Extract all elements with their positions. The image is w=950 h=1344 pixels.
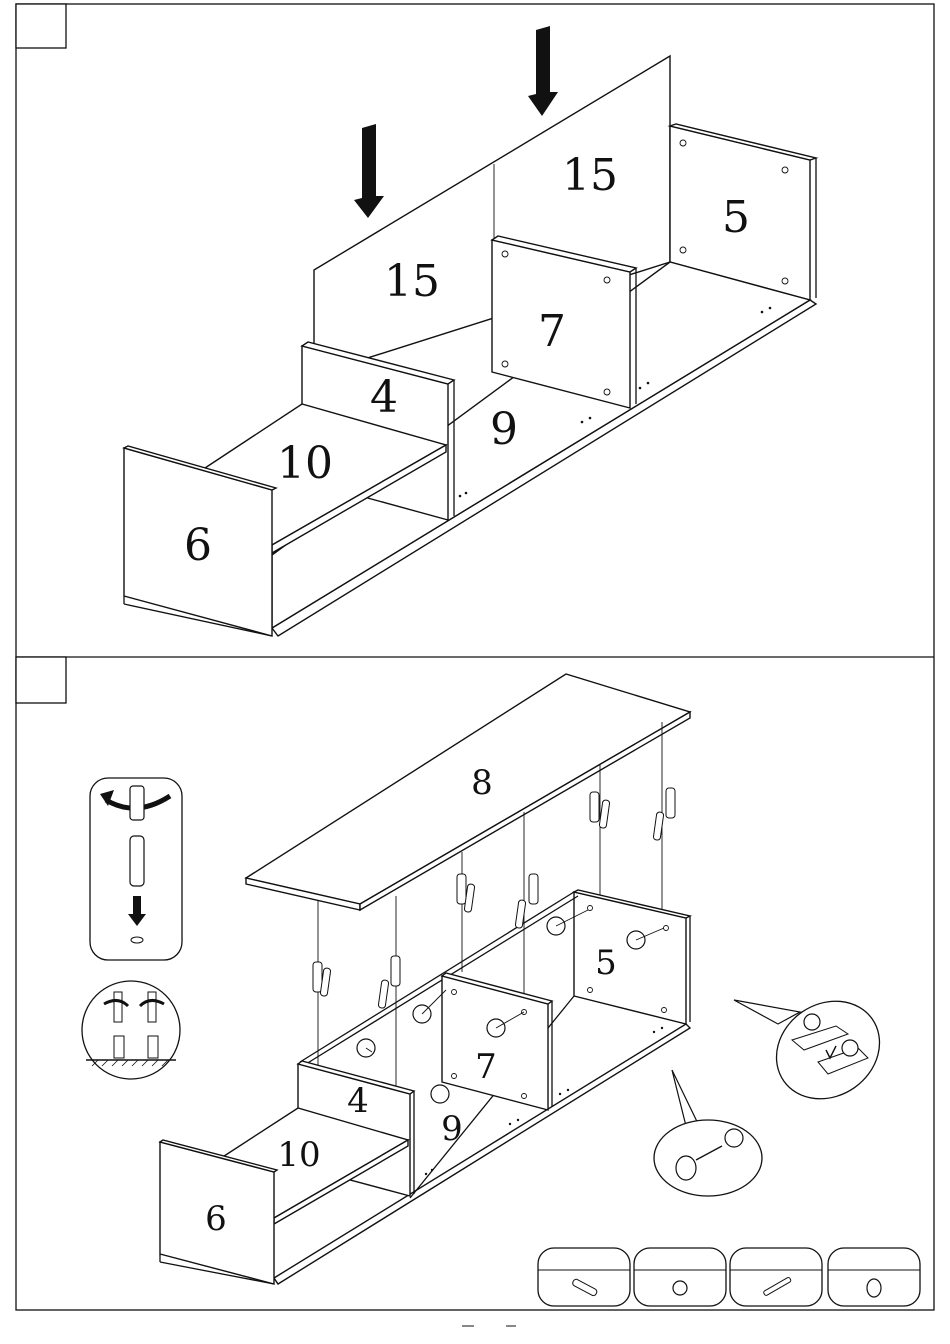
part-label-15: 15 (562, 150, 618, 201)
part-label-6: 6 (205, 1199, 227, 1239)
hardware-legend (538, 1248, 920, 1306)
legend-item-hole-cap (828, 1248, 920, 1306)
step-2-number-box (16, 657, 66, 703)
hole-cap-icon (867, 1279, 881, 1297)
part-label-4: 4 (347, 1081, 369, 1121)
step-1-number-box (16, 4, 66, 48)
cam-lock-icon (804, 1014, 820, 1030)
part-label-10: 10 (277, 1135, 320, 1175)
step-2: 8 6 10 4 9 7 5 (16, 657, 899, 1284)
cam-lock-icon (842, 1040, 858, 1056)
part-label-5: 5 (722, 192, 750, 243)
legend-item-cam-bolt (538, 1248, 630, 1306)
part-label-7: 7 (475, 1047, 497, 1087)
part-label-8: 8 (471, 763, 493, 803)
part-label-10: 10 (277, 438, 333, 489)
screwdriver-icon (130, 786, 144, 820)
hole-icon (676, 1156, 696, 1180)
cam-bolt-icon (130, 836, 144, 886)
legend-item-wooden-dowel (730, 1248, 822, 1306)
legend-item-cam-lock (634, 1248, 726, 1306)
cam-lock-orientation-zoom (734, 981, 899, 1118)
part-label-6: 6 (184, 520, 212, 571)
top-panel-8 (246, 674, 690, 904)
step-1: 6 10 4 9 7 5 15 15 (16, 4, 816, 636)
cam-lock-icon (725, 1129, 743, 1147)
arrow-down-icon (528, 26, 558, 116)
part-label-9: 9 (490, 404, 518, 455)
arrow-down-icon (354, 124, 384, 218)
part-label-15: 15 (384, 256, 440, 307)
cam-lock-icon (673, 1281, 687, 1295)
dowel-install-detail (82, 981, 180, 1079)
part-label-9: 9 (441, 1109, 463, 1149)
part-label-7: 7 (538, 306, 566, 357)
part-label-4: 4 (370, 372, 398, 423)
part-label-5: 5 (595, 943, 617, 983)
cam-bolt-install-detail (90, 778, 182, 960)
cam-lock-zoom (654, 1070, 762, 1196)
